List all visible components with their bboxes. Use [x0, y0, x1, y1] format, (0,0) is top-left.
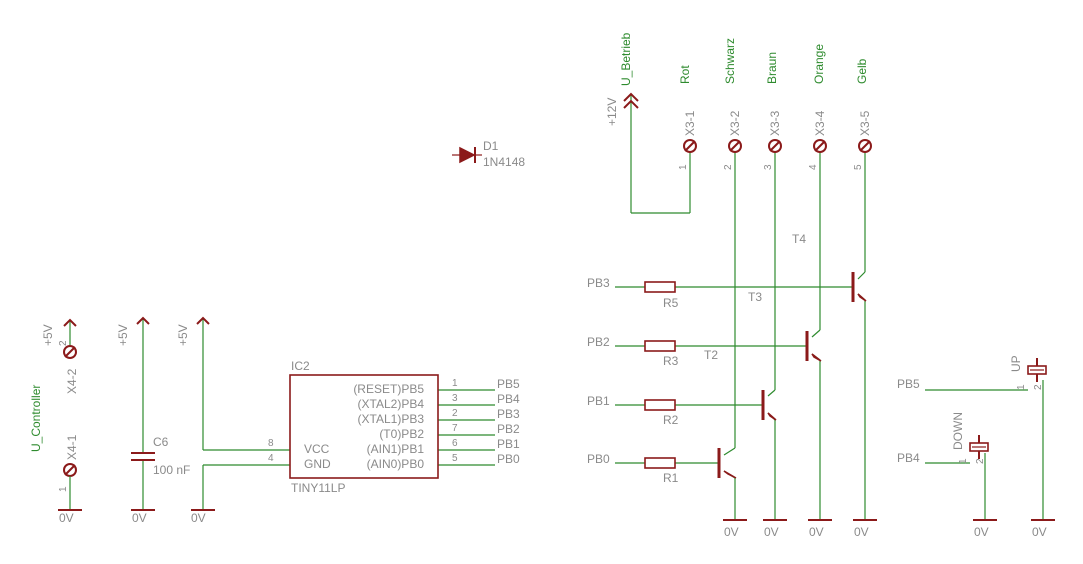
resistor-r5-label: R5 — [663, 296, 679, 310]
ic2-pin-label-pb5: (RESET)PB5 — [353, 382, 424, 396]
net-rot: Rot — [678, 65, 692, 84]
x3-vcc-label: +12V — [605, 98, 619, 126]
ic2-pin-label-pb1: (AIN1)PB1 — [367, 442, 425, 456]
driver-wires — [615, 286, 866, 520]
button-up-body — [1027, 358, 1047, 382]
resistor-r2-label: R2 — [663, 413, 679, 427]
ic2-body — [289, 374, 439, 479]
gnd-label-up: 0V — [1032, 525, 1047, 539]
transistor-t2-label: T2 — [704, 348, 718, 362]
x3-pin-4: 4 — [808, 164, 819, 170]
ic2-pin-label-pb2: (T0)PB2 — [379, 427, 424, 441]
ic2-pin-label-pb4: (XTAL2)PB4 — [358, 397, 425, 411]
x3-pin-2: 2 — [723, 164, 734, 170]
resistor-bodies — [644, 281, 676, 469]
ic2-pin-num-3: 3 — [452, 393, 458, 404]
x4-2-pin: 2 — [58, 340, 69, 346]
ic2-net-pb5: PB5 — [497, 377, 520, 391]
net-orange: Orange — [812, 44, 826, 84]
button-down-label: DOWN — [951, 412, 965, 450]
transistor-t3-label: T3 — [748, 290, 762, 304]
x4-connector — [58, 318, 82, 511]
x3-3-label: X3-3 — [768, 110, 782, 136]
button-down-body — [969, 435, 989, 459]
x3-pin-3: 3 — [763, 164, 774, 170]
ic2-value: TINY11LP — [291, 481, 345, 495]
x4-gnd-label: 0V — [59, 511, 74, 525]
gnd-label-4: 0V — [854, 525, 869, 539]
ic2-pin-num-5: 5 — [452, 453, 458, 464]
ic2-net-pb4: PB4 — [497, 392, 520, 406]
transistor-bodies — [717, 272, 867, 479]
ic2-pin-num-1: 1 — [452, 378, 458, 389]
net-pb3-left: PB3 — [587, 276, 610, 290]
net-pb1-left: PB1 — [587, 394, 610, 408]
c6-gnd-label: 0V — [132, 511, 147, 525]
gnd-label-1: 0V — [724, 525, 739, 539]
ic2-pin-num-7: 7 — [452, 423, 458, 434]
x4-2-label: X4-2 — [65, 368, 79, 394]
x3-1-label: X3-1 — [683, 110, 697, 136]
net-pb0-left: PB0 — [587, 452, 610, 466]
ic2-pin-label-pb3: (XTAL1)PB3 — [358, 412, 425, 426]
gnd-label-down: 0V — [974, 525, 989, 539]
x4-2-vcc-label: +5V — [41, 324, 55, 346]
button-down-pin1: 1 — [958, 458, 969, 464]
gnd-label-2: 0V — [764, 525, 779, 539]
net-pb5-right: PB5 — [897, 377, 920, 391]
ic2-net-pb3: PB3 — [497, 407, 520, 421]
net-braun: Braun — [765, 52, 779, 84]
x4-1-pin: 1 — [58, 486, 69, 492]
button-up-pin1: 1 — [1016, 384, 1027, 390]
ic2-pin-num-6: 6 — [452, 438, 458, 449]
diode-d1 — [452, 146, 482, 164]
d1-name: D1 — [483, 139, 499, 153]
ic2-wires — [191, 316, 495, 511]
ic2-vcc-label: +5V — [176, 324, 190, 346]
resistor-r1-label: R1 — [663, 471, 679, 485]
c6-value: 100 nF — [153, 463, 190, 477]
net-pb2-left: PB2 — [587, 335, 610, 349]
ic2-pin-4: 4 — [268, 453, 274, 464]
ic2-vcc-pin-label: VCC — [304, 442, 330, 456]
ic2-pin-num-2: 2 — [452, 408, 458, 419]
d1-value: 1N4148 — [483, 155, 525, 169]
c6-vcc-label: +5V — [116, 324, 130, 346]
x3-pin-1: 1 — [678, 164, 689, 170]
x3-4-label: X3-4 — [813, 110, 827, 136]
ic2-net-pb1: PB1 — [497, 437, 520, 451]
capacitor-c6 — [131, 316, 155, 511]
x4-1-label: X4-1 — [65, 434, 79, 460]
ic2-pin-label-pb0: (AIN0)PB0 — [367, 457, 425, 471]
button-down-pin2: 2 — [975, 458, 986, 464]
ic2-gnd-label: 0V — [191, 511, 206, 525]
button-up-pin2: 2 — [1033, 384, 1044, 390]
net-pb4-right: PB4 — [897, 451, 920, 465]
x3-2-label: X3-2 — [728, 110, 742, 136]
u-controller-label: U_Controller — [29, 385, 43, 452]
ic2-net-pb2: PB2 — [497, 422, 520, 436]
u-betrieb-label: U_Betrieb — [619, 32, 633, 86]
button-up-label: UP — [1009, 355, 1023, 372]
net-schwarz: Schwarz — [723, 38, 737, 84]
x3-pin-5: 5 — [853, 164, 864, 170]
ic2-pin-8: 8 — [268, 438, 274, 449]
ic2-gnd-pin-label: GND — [304, 457, 331, 471]
x3-5-label: X3-5 — [858, 110, 872, 136]
button-wires — [925, 380, 1055, 521]
transistor-t4-label: T4 — [792, 232, 806, 246]
resistor-r3-label: R3 — [663, 354, 679, 368]
ic2-name: IC2 — [291, 359, 310, 373]
x3-terminals — [683, 139, 872, 153]
ic2-net-pb0: PB0 — [497, 452, 520, 466]
net-gelb: Gelb — [855, 58, 869, 84]
c6-name: C6 — [153, 435, 169, 449]
x3-wires — [623, 92, 866, 448]
gnd-label-3: 0V — [809, 525, 824, 539]
